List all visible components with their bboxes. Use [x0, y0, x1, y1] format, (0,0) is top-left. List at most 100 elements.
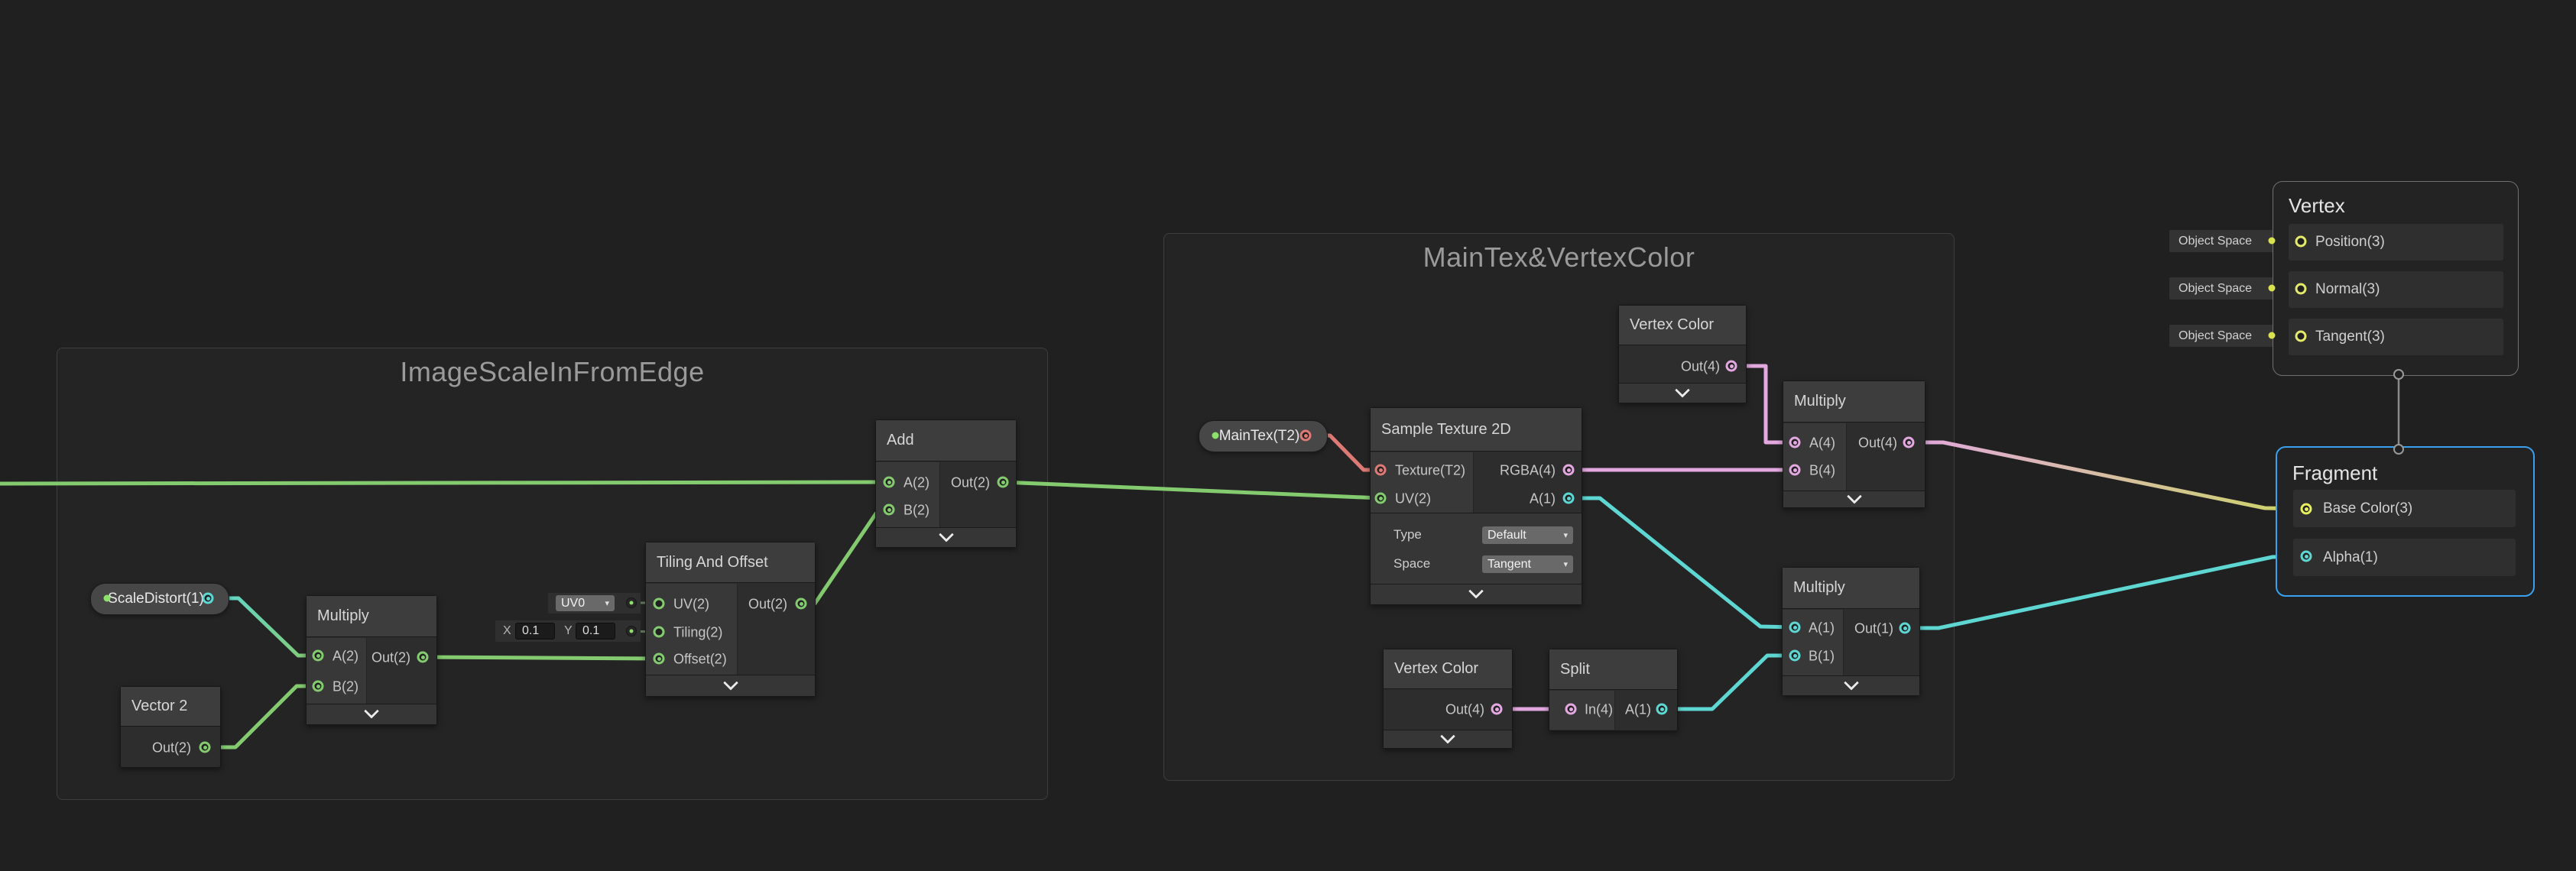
dropdown-arrow-icon: ▾	[605, 599, 609, 608]
collapse-chevron[interactable]	[1371, 583, 1582, 604]
port-tiling-tiling[interactable]	[653, 626, 665, 638]
space-label: Space	[1393, 556, 1431, 571]
wire-vector2-to-multiply1-b[interactable]	[203, 684, 320, 750]
object-space-widget-normal[interactable]: Object Space	[2169, 277, 2282, 300]
port-vector2-out[interactable]	[199, 741, 211, 753]
master-title: Vertex	[2289, 194, 2345, 217]
collapse-chevron[interactable]	[646, 675, 815, 696]
collapse-chevron[interactable]	[876, 526, 1016, 547]
port-vertex-position[interactable]	[2295, 235, 2307, 248]
chevron-down-icon	[1846, 488, 1862, 504]
node-title: Sample Texture 2D	[1371, 408, 1582, 452]
master-stack-vertex[interactable]: Vertex Position(3) Normal(3) Tangent(3)	[2273, 181, 2519, 376]
collapse-chevron[interactable]	[1384, 728, 1512, 748]
node-add[interactable]: Add A(2) B(2) Out(2)	[875, 419, 1017, 548]
port-label: A(4)	[1809, 435, 1836, 451]
port-tiling-uv[interactable]	[653, 597, 665, 610]
wire-vertexcolor1-to-multiply2-a[interactable]	[1729, 364, 1797, 445]
port-vertex-tangent[interactable]	[2295, 330, 2307, 342]
node-title: Vertex Color	[1384, 649, 1512, 689]
object-space-widget-tangent[interactable]: Object Space	[2169, 325, 2282, 347]
collapse-chevron[interactable]	[1783, 488, 1925, 507]
port-split-a[interactable]	[1656, 703, 1668, 715]
block-label: Tangent(3)	[2315, 329, 2385, 345]
wire-multiply3-to-alpha[interactable]	[1903, 554, 2308, 630]
wire-sample-a-to-multiply3-a[interactable]	[1566, 496, 1797, 630]
port-multiply2-out[interactable]	[1903, 436, 1915, 448]
tiling-y-input[interactable]: 0.1	[576, 623, 615, 639]
chevron-down-icon	[938, 526, 954, 542]
block-alpha[interactable]: Alpha(1)	[2293, 539, 2516, 576]
port-scaledistort-out[interactable]	[202, 592, 214, 604]
port-vertex-normal[interactable]	[2295, 283, 2307, 295]
node-vector2[interactable]: Vector 2 Out(2)	[120, 686, 221, 768]
block-normal[interactable]: Normal(3)	[2289, 271, 2503, 308]
node-split[interactable]: Split In(4) A(1)	[1549, 649, 1678, 731]
node-sample-texture-2d[interactable]: Sample Texture 2D Texture(T2) UV(2) RGBA…	[1370, 407, 1582, 605]
port-vertexcolor2-out[interactable]	[1491, 703, 1503, 715]
port-fragment-alpha[interactable]	[2300, 550, 2312, 562]
collapse-chevron[interactable]	[307, 703, 436, 724]
port-label: Tiling(2)	[673, 624, 723, 640]
input-column	[1783, 423, 1847, 491]
wire-add-to-sample-uv[interactable]	[1001, 480, 1383, 500]
node-tiling-and-offset[interactable]: Tiling And Offset UV(2) Tiling(2) Offset…	[645, 542, 816, 697]
port-add-b[interactable]	[883, 503, 895, 516]
collapse-chevron[interactable]	[1783, 675, 1919, 695]
collapse-chevron[interactable]	[1619, 382, 1746, 403]
port-maintex-out[interactable]	[1299, 429, 1312, 442]
port-vertexcolor1-out[interactable]	[1725, 360, 1737, 372]
block-base-color[interactable]: Base Color(3)	[2293, 490, 2516, 527]
port-fragment-basecolor[interactable]	[2300, 503, 2312, 515]
tiling-x-input[interactable]: 0.1	[515, 623, 555, 639]
uv-channel-dropdown[interactable]: UV0 ▾	[556, 595, 615, 611]
node-multiply2[interactable]: Multiply A(4) B(4) Out(4)	[1783, 380, 1926, 508]
node-title: Vector 2	[121, 687, 220, 727]
node-vertex-color-top[interactable]: Vertex Color Out(4)	[1618, 305, 1747, 403]
port-multiply1-out[interactable]	[417, 651, 429, 663]
port-sample-rgba[interactable]	[1562, 464, 1575, 476]
group-maintex-vertexcolor[interactable]: MainTex&VertexColor	[1163, 233, 1955, 781]
type-dropdown[interactable]: Default ▾	[1482, 526, 1573, 544]
port-multiply2-b[interactable]	[1789, 464, 1801, 476]
port-add-out[interactable]	[997, 476, 1009, 488]
node-multiply1[interactable]: Multiply A(2) B(2) Out(2)	[306, 595, 437, 725]
port-multiply3-a[interactable]	[1789, 621, 1801, 633]
space-dropdown[interactable]: Tangent ▾	[1482, 555, 1573, 573]
port-label: A(2)	[333, 648, 359, 664]
chevron-down-icon	[722, 675, 738, 691]
port-split-in[interactable]	[1565, 703, 1577, 715]
port-sample-uv[interactable]	[1374, 492, 1387, 504]
port-multiply1-a[interactable]	[312, 649, 324, 662]
block-tangent[interactable]: Tangent(3)	[2289, 319, 2503, 355]
port-label: Out(4)	[1857, 435, 1897, 451]
space-value: Tangent	[1488, 557, 1531, 571]
input-column	[1549, 691, 1615, 730]
port-multiply2-a[interactable]	[1789, 436, 1801, 448]
port-label: Out(1)	[1854, 620, 1893, 636]
port-sample-a[interactable]	[1562, 492, 1575, 504]
master-stack-fragment[interactable]: Fragment Base Color(3) Alpha(1)	[2276, 446, 2535, 597]
block-position[interactable]: Position(3)	[2289, 224, 2503, 261]
y-axis-label: Y	[564, 624, 573, 637]
object-space-label: Object Space	[2179, 329, 2253, 342]
group-title: MainTex&VertexColor	[1423, 241, 1695, 273]
port-tiling-out[interactable]	[795, 597, 807, 610]
port-add-a[interactable]	[883, 476, 895, 488]
node-multiply3[interactable]: Multiply A(1) B(1) Out(1)	[1782, 567, 1920, 695]
port-label: B(2)	[333, 678, 359, 695]
port-sample-texture[interactable]	[1374, 464, 1387, 476]
port-multiply1-b[interactable]	[312, 680, 324, 692]
port-tiling-offset[interactable]	[653, 652, 665, 665]
object-space-widget-position[interactable]: Object Space	[2169, 230, 2282, 252]
group-imagescaleinfromedge[interactable]: ImageScaleInFromEdge	[57, 348, 1048, 800]
wire-multiply1-to-offset[interactable]	[420, 655, 661, 661]
node-vertex-color-bottom[interactable]: Vertex Color Out(4)	[1383, 649, 1513, 749]
wire-multiply2-to-basecolor[interactable]	[1906, 440, 2308, 511]
object-space-label: Object Space	[2179, 281, 2253, 295]
wire-left-to-add-a[interactable]	[0, 480, 891, 486]
wire-split-to-multiply3-b[interactable]	[1659, 653, 1799, 711]
port-multiply3-out[interactable]	[1899, 622, 1911, 634]
port-multiply3-b[interactable]	[1789, 649, 1801, 662]
